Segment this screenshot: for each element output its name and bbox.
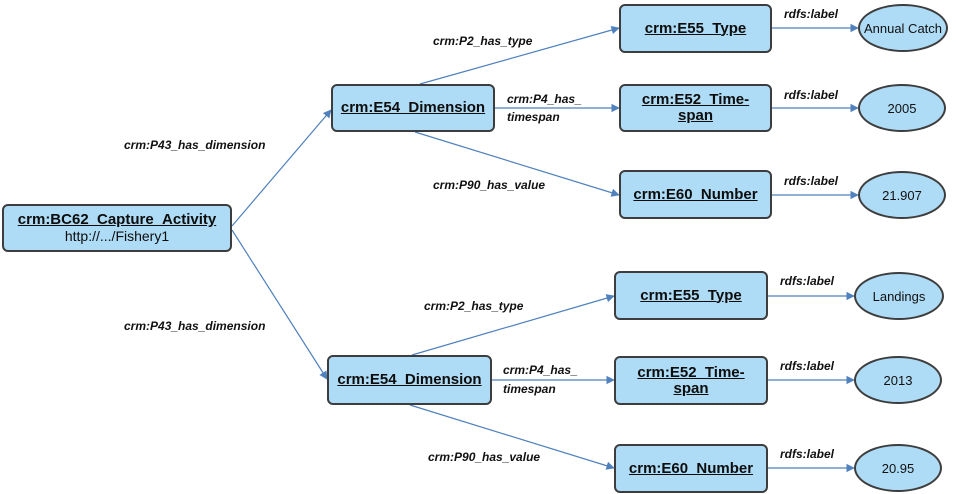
literal-2013: 2013 bbox=[854, 356, 942, 404]
edge-dim1-type1 bbox=[419, 26, 620, 85]
node-timespan-2-line1: crm:E52_Time- bbox=[637, 363, 745, 381]
edge-label-has-value-1: crm:P90_has_value bbox=[433, 178, 546, 192]
edge-label-has-dimension-2: crm:P43_has_dimension bbox=[124, 319, 266, 333]
node-dimension-1: crm:E54_Dimension bbox=[331, 84, 495, 132]
edge-label-rdfs-label-1: rdfs:label bbox=[784, 7, 839, 21]
edge-dim1-num1 bbox=[414, 131, 620, 197]
node-timespan-1-line2: span bbox=[677, 107, 713, 124]
node-timespan-2: crm:E52_Time- span bbox=[614, 356, 768, 405]
node-number-2-label: crm:E60_Number bbox=[628, 459, 754, 477]
node-number-1-label: crm:E60_Number bbox=[633, 185, 758, 203]
node-type-1: crm:E55_Type bbox=[619, 4, 772, 53]
edge-label-has-timespan-2a: crm:P4_has_ bbox=[503, 363, 578, 377]
node-timespan-1-line1: crm:E52_Time- bbox=[641, 91, 750, 108]
edge-label-has-dimension-1: crm:P43_has_dimension bbox=[124, 138, 266, 152]
edge-dim2-num2 bbox=[409, 404, 615, 470]
edge-root-dim2 bbox=[231, 229, 328, 380]
literal-21-907: 21.907 bbox=[858, 171, 946, 219]
edge-label-rdfs-label-2: rdfs:label bbox=[784, 88, 839, 102]
node-timespan-1: crm:E52_Time- span bbox=[619, 84, 772, 132]
node-timespan-2-line2: span bbox=[673, 379, 709, 397]
node-capture-activity-uri: http://.../Fishery1 bbox=[64, 228, 170, 244]
edge-label-has-timespan-1b: timespan bbox=[507, 110, 560, 124]
edge-label-has-type-1: crm:P2_has_type bbox=[433, 34, 533, 48]
edge-label-rdfs-label-5: rdfs:label bbox=[780, 359, 835, 373]
node-dimension-2: crm:E54_Dimension bbox=[327, 355, 492, 405]
node-type-1-label: crm:E55_Type bbox=[644, 19, 747, 37]
node-dimension-1-label: crm:E54_Dimension bbox=[340, 99, 486, 116]
edge-root-dim1 bbox=[231, 109, 332, 227]
literal-landings: Landings bbox=[854, 272, 944, 320]
node-capture-activity: crm:BC62_Capture_Activity http://.../Fis… bbox=[2, 204, 232, 252]
edge-label-rdfs-label-3: rdfs:label bbox=[784, 174, 839, 188]
node-number-2: crm:E60_Number bbox=[614, 444, 768, 493]
literal-20-95: 20.95 bbox=[854, 444, 942, 492]
literal-2005: 2005 bbox=[858, 84, 946, 132]
edge-label-has-value-2: crm:P90_has_value bbox=[428, 450, 541, 464]
node-capture-activity-title: crm:BC62_Capture_Activity bbox=[17, 211, 217, 228]
edge-label-rdfs-label-6: rdfs:label bbox=[780, 447, 835, 461]
node-number-1: crm:E60_Number bbox=[619, 170, 772, 219]
literal-annual-catch: Annual Catch bbox=[858, 4, 948, 52]
edge-label-has-timespan-2b: timespan bbox=[503, 382, 556, 396]
node-dimension-2-label: crm:E54_Dimension bbox=[337, 371, 482, 388]
edge-label-rdfs-label-4: rdfs:label bbox=[780, 274, 835, 288]
node-type-2: crm:E55_Type bbox=[614, 271, 768, 320]
node-type-2-label: crm:E55_Type bbox=[640, 286, 742, 304]
edge-label-has-type-2: crm:P2_has_type bbox=[424, 299, 524, 313]
edge-label-has-timespan-1a: crm:P4_has_ bbox=[507, 92, 582, 106]
edge-dim2-type2 bbox=[411, 294, 615, 356]
